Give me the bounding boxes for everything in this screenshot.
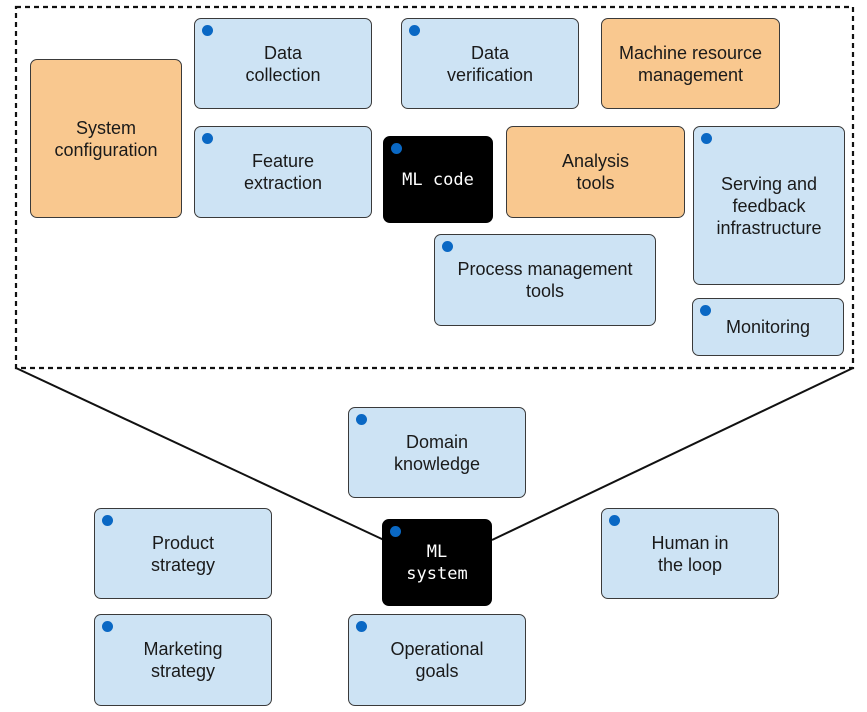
data-collection-label: Data collection xyxy=(245,42,321,85)
analysis-tools-box: Analysis tools xyxy=(506,126,685,218)
marker-dot-icon xyxy=(609,515,620,526)
monitoring-box: Monitoring xyxy=(692,298,844,356)
ml-system-box: ML system xyxy=(382,519,492,606)
marker-dot-icon xyxy=(202,25,213,36)
domain-knowledge-box: Domain knowledge xyxy=(348,407,526,498)
monitoring-label: Monitoring xyxy=(725,317,811,337)
marker-dot-icon xyxy=(390,526,401,537)
machine-resource-management-box: Machine resource management xyxy=(601,18,780,109)
process-management-box: Process management tools xyxy=(434,234,656,326)
marker-dot-icon xyxy=(356,414,367,425)
marketing-strategy-label: Marketing strategy xyxy=(143,639,223,681)
machine-resource-management-label: Machine resource management xyxy=(618,42,763,85)
serving-feedback-label: Serving and feedback infrastructure xyxy=(716,173,822,238)
marker-dot-icon xyxy=(701,133,712,144)
ml-code-box: ML code xyxy=(383,136,493,223)
marketing-strategy-box: Marketing strategy xyxy=(94,614,272,706)
data-verification-box: Data verification xyxy=(401,18,579,109)
system-configuration-label: System configuration xyxy=(54,117,158,160)
ml-system-detail-frame xyxy=(14,5,855,370)
marker-dot-icon xyxy=(356,621,367,632)
domain-knowledge-label: Domain knowledge xyxy=(393,431,481,474)
zoom-line-right xyxy=(491,367,854,541)
product-strategy-box: Product strategy xyxy=(94,508,272,599)
data-verification-label: Data verification xyxy=(446,42,534,85)
marker-dot-icon xyxy=(391,143,402,154)
ml-system-label: ML system xyxy=(406,541,468,584)
human-in-the-loop-label: Human in the loop xyxy=(651,532,729,575)
feature-extraction-box: Feature extraction xyxy=(194,126,372,218)
data-collection-box: Data collection xyxy=(194,18,372,109)
system-configuration-box: System configuration xyxy=(30,59,182,218)
marker-dot-icon xyxy=(700,305,711,316)
process-management-label: Process management tools xyxy=(457,259,633,301)
operational-goals-box: Operational goals xyxy=(348,614,526,706)
operational-goals-label: Operational goals xyxy=(390,639,484,681)
marker-dot-icon xyxy=(409,25,420,36)
marker-dot-icon xyxy=(102,621,113,632)
marker-dot-icon xyxy=(102,515,113,526)
zoom-line-left xyxy=(15,367,385,541)
product-strategy-label: Product strategy xyxy=(150,532,216,575)
ml-code-label: ML code xyxy=(402,169,474,190)
marker-dot-icon xyxy=(442,241,453,252)
human-in-the-loop-box: Human in the loop xyxy=(601,508,779,599)
serving-feedback-box: Serving and feedback infrastructure xyxy=(693,126,845,285)
analysis-tools-label: Analysis tools xyxy=(561,151,630,193)
marker-dot-icon xyxy=(202,133,213,144)
feature-extraction-label: Feature extraction xyxy=(243,151,323,193)
